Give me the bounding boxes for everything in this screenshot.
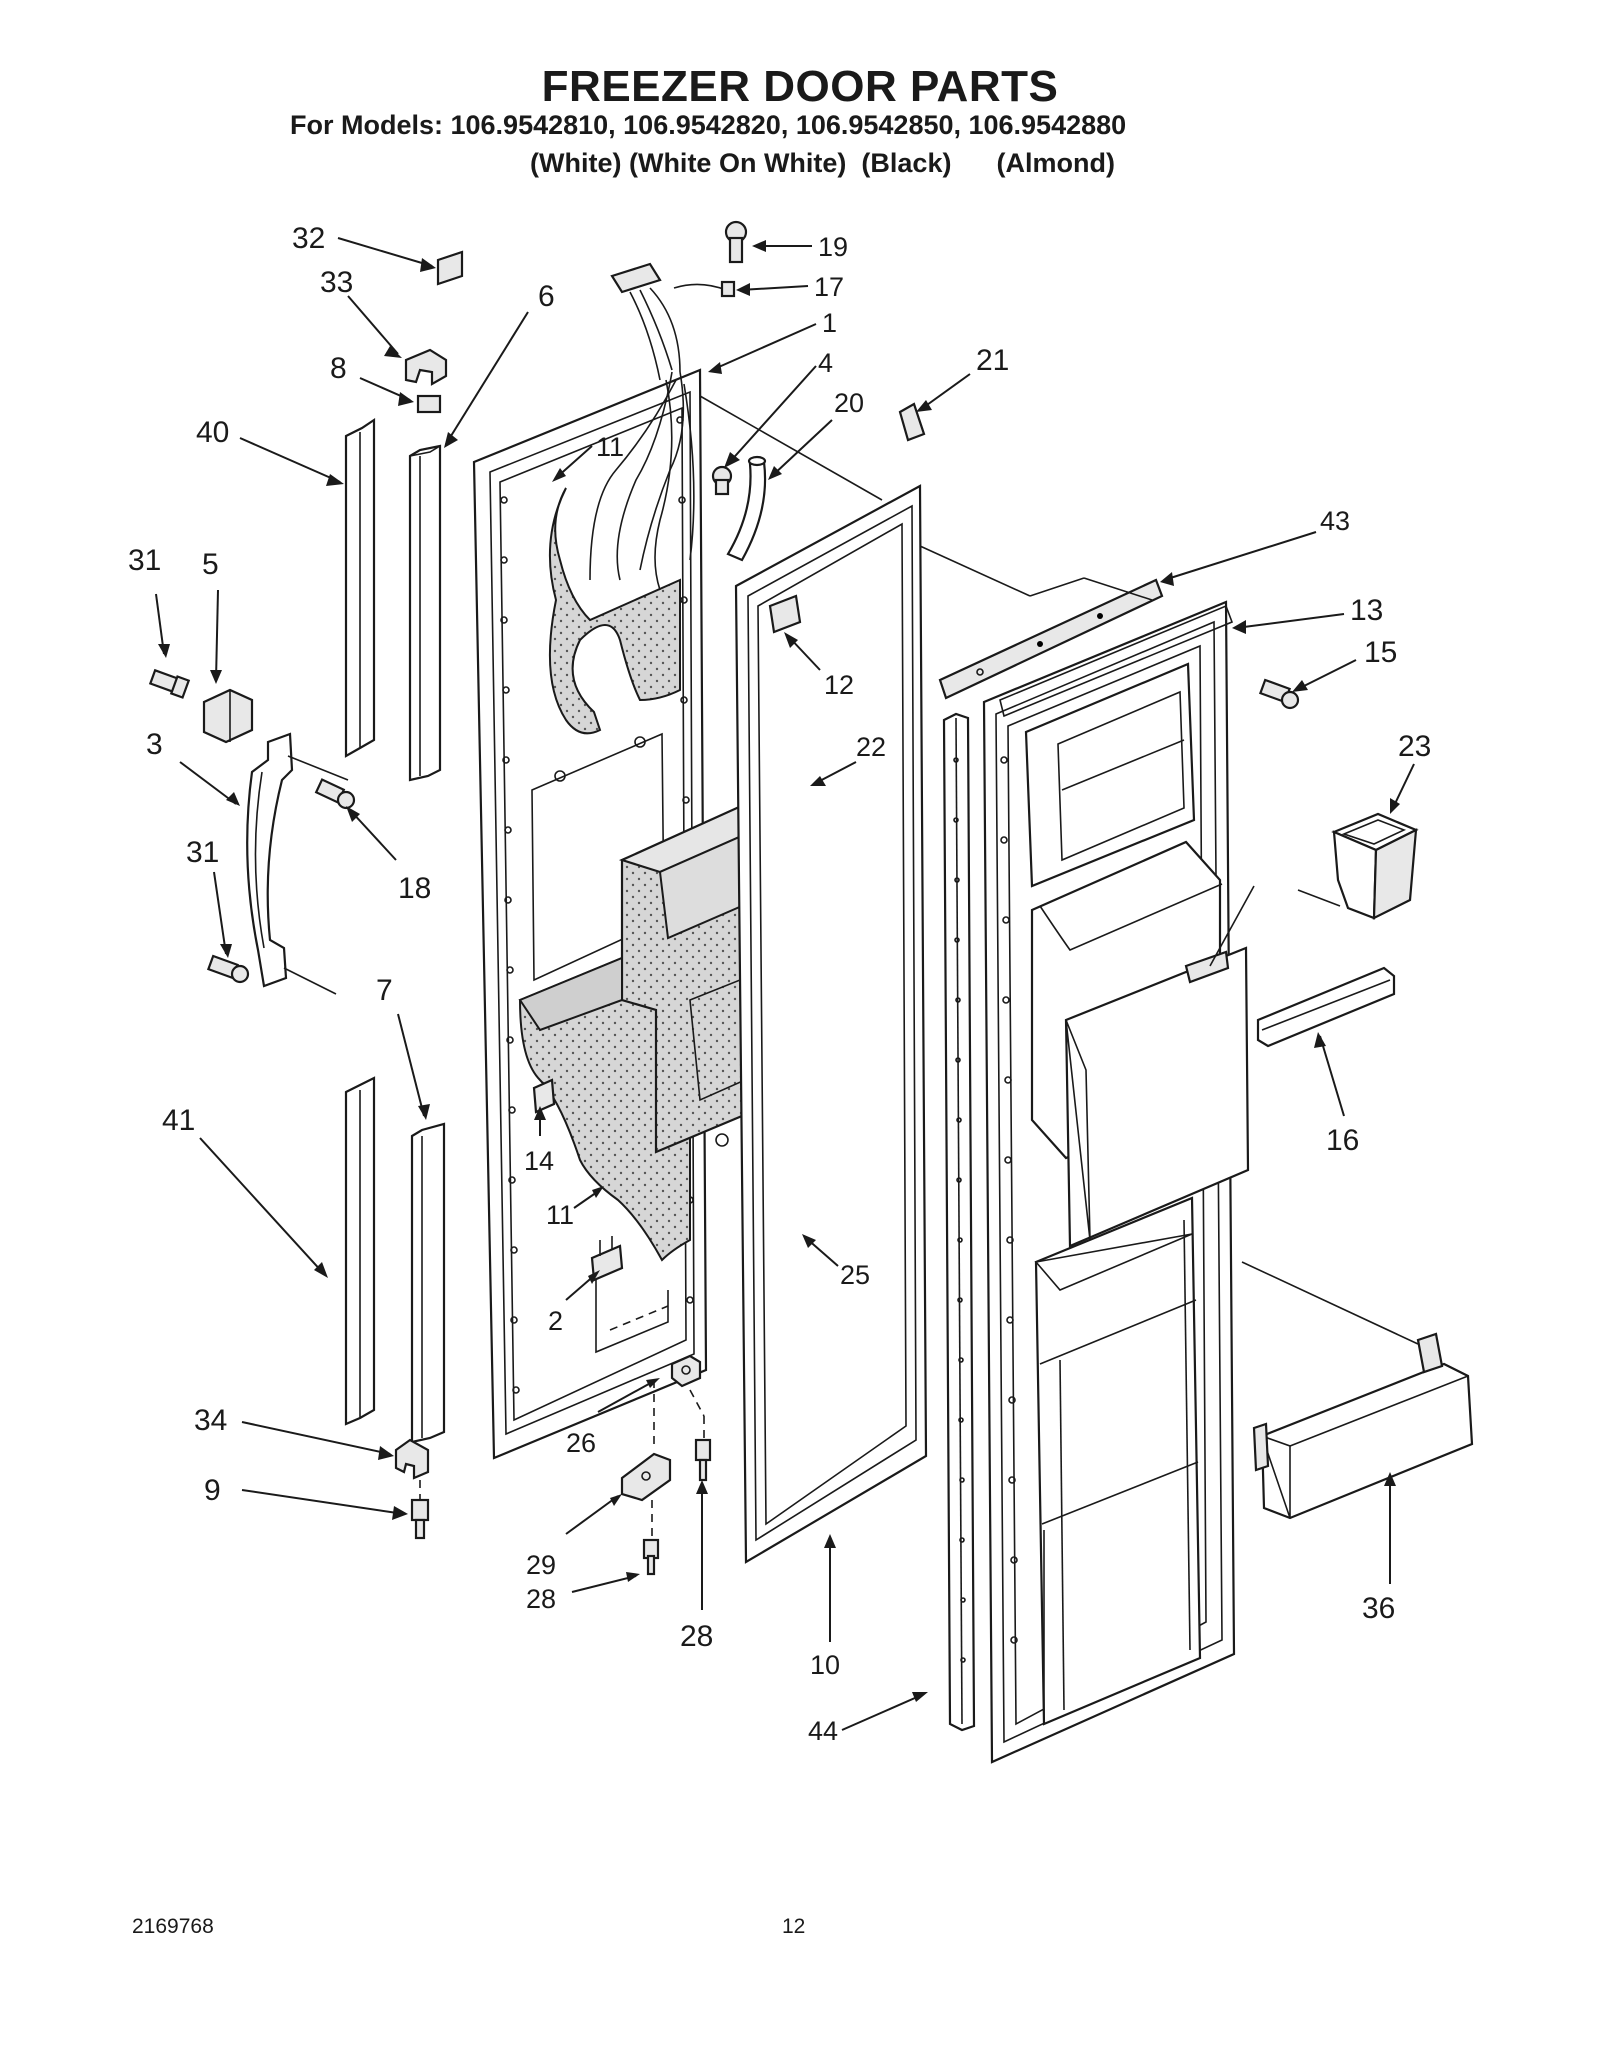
callout-43: 43 (1320, 506, 1350, 536)
part-44-seal-strip (942, 712, 976, 1732)
wire-harness (589, 262, 695, 591)
part-40-trim-channel (344, 417, 376, 758)
callout-21: 21 (976, 344, 1009, 377)
part-15-screw (1258, 678, 1300, 710)
callout-34: 34 (194, 1404, 227, 1437)
callout-13: 13 (1350, 594, 1383, 627)
part-31-screw-lower (206, 954, 250, 984)
callout-14: 14 (524, 1146, 554, 1176)
door-liner (982, 600, 1250, 1764)
callout-1: 1 (822, 308, 837, 338)
part-41-trim-channel (344, 1076, 376, 1426)
page-title: FREEZER DOOR PARTS (541, 62, 1059, 111)
part-33-bracket (404, 348, 448, 386)
callout-7: 7 (376, 974, 393, 1007)
part-13-door-frame-top (999, 604, 1234, 718)
part-29-hinge (620, 1452, 672, 1502)
callout-31-lower: 31 (186, 836, 219, 869)
part-28-screw-right (694, 1438, 712, 1482)
callout-9: 9 (204, 1474, 221, 1507)
callout-3: 3 (146, 728, 163, 761)
callout-29: 29 (526, 1550, 556, 1580)
models-line: For Models: 106.9542810, 106.9542820, 10… (290, 110, 1127, 140)
callout-23: 23 (1398, 730, 1431, 763)
callout-5: 5 (202, 548, 219, 581)
part-36-door-bin (1252, 1332, 1474, 1520)
part-11-insulation-upper (548, 487, 681, 735)
part-17-clamp (673, 280, 736, 298)
callout-32: 32 (292, 222, 325, 255)
part-20-tube (726, 455, 767, 562)
part-23-ice-chute (1331, 812, 1419, 920)
callout-11-upper: 11 (596, 432, 624, 462)
part-8-clip (416, 394, 442, 414)
callout-10: 10 (810, 1650, 840, 1680)
callout-20: 20 (834, 388, 864, 418)
callout-26: 26 (566, 1428, 596, 1458)
part-26-hinge-bushing (670, 1354, 702, 1388)
callout-12: 12 (824, 670, 854, 700)
part-32-label-plate (436, 250, 464, 286)
callout-33: 33 (320, 266, 353, 299)
part-28-screw-left (642, 1538, 660, 1576)
callout-17: 17 (814, 272, 844, 302)
part-43-trim-strip (938, 578, 1164, 700)
part-7-trim-channel (410, 1122, 446, 1444)
callout-28-left: 28 (526, 1584, 556, 1614)
part-19-screw (724, 220, 748, 264)
part-21-wire-nut (898, 402, 926, 442)
callout-15: 15 (1364, 636, 1397, 669)
callout-31-upper: 31 (128, 544, 161, 577)
leader-lines (155, 237, 1415, 1731)
callout-44: 44 (808, 1716, 838, 1746)
part-3-door-handle (246, 732, 294, 988)
callout-6: 6 (538, 280, 555, 313)
part-5-handle-cap (202, 688, 254, 744)
callout-4: 4 (818, 348, 833, 378)
part-16-slide-rail (1256, 966, 1396, 1048)
part-6-trim-channel (408, 444, 442, 782)
part-10-door-gasket (734, 484, 928, 1564)
callout-36: 36 (1362, 1592, 1395, 1625)
part-34-bracket (394, 1438, 430, 1480)
callout-40: 40 (196, 416, 229, 449)
callout-8: 8 (330, 352, 347, 385)
part-18-screw (314, 778, 356, 810)
callout-2: 2 (548, 1306, 563, 1336)
callout-22: 22 (856, 732, 886, 762)
part-2-bracket (590, 1236, 624, 1282)
document-number: 2169768 (132, 1915, 214, 1938)
callout-25: 25 (840, 1260, 870, 1290)
part-31-screw-upper (148, 668, 191, 699)
part-14-clip (532, 1078, 556, 1114)
callout-16: 16 (1326, 1124, 1359, 1157)
callout-labels: 32 33 6 8 40 19 17 1 4 21 20 11 43 13 15… (128, 222, 1431, 1746)
callout-19: 19 (818, 232, 848, 262)
callout-11-lower: 11 (546, 1200, 574, 1230)
callout-18: 18 (398, 872, 431, 905)
part-4-screw (711, 465, 733, 496)
model-colors-line: (White) (White On White) (Black) (Almond… (530, 148, 1115, 178)
callout-41: 41 (162, 1104, 195, 1137)
page-number: 12 (782, 1915, 806, 1938)
callout-28-right: 28 (680, 1620, 713, 1653)
part-9-screw (410, 1498, 430, 1540)
